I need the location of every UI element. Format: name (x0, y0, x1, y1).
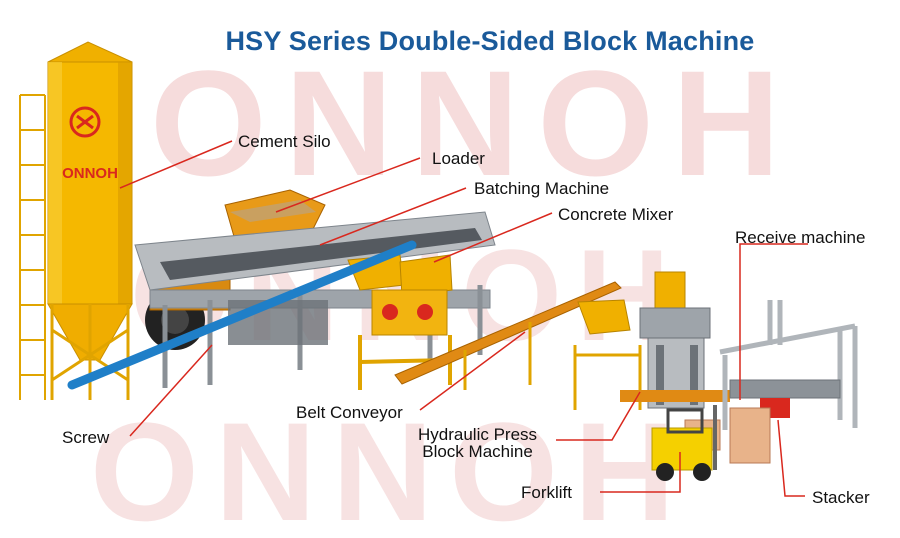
leader-line-batching-machine (319, 187, 467, 246)
silo-ladder (19, 94, 46, 400)
label-concrete-mixer: Concrete Mixer (558, 205, 674, 224)
label-hydraulic-press-line2: Block Machine (422, 442, 533, 461)
label-hydraulic-press: Hydraulic Press Block Machine (418, 426, 537, 460)
label-receive-machine: Receive machine (735, 228, 866, 247)
label-stacker: Stacker (812, 488, 870, 507)
belt-conveyor (394, 281, 622, 390)
leader-line-forklift (600, 452, 681, 493)
page-title: HSY Series Double-Sided Block Machine (225, 26, 755, 56)
label-hydraulic-press-line1: Hydraulic Press (418, 425, 538, 444)
leader-line-hydraulic-press (556, 391, 641, 441)
silo-brand-text: ONNOH (62, 165, 118, 182)
label-screw: Screw (62, 428, 110, 447)
label-loader: Loader (432, 149, 485, 168)
forklift (651, 405, 717, 481)
leader-line-belt-conveyor (419, 331, 526, 411)
watermark-text-bottom: ONNOH (90, 393, 691, 538)
cement-silo: ONNOH (19, 41, 133, 400)
leader-line-loader (275, 157, 421, 213)
leader-line-stacker (777, 419, 805, 497)
brand-logo-icon (69, 106, 101, 138)
leader-lines (119, 140, 808, 497)
leader-line-concrete-mixer (433, 212, 553, 263)
label-batching-machine: Batching Machine (474, 179, 610, 198)
watermark-text-top: ONNOH (150, 39, 798, 207)
concrete-mixer (347, 254, 453, 390)
leader-line-screw (129, 344, 213, 437)
label-forklift: Forklift (521, 483, 572, 502)
leader-line-cement-silo (119, 140, 233, 189)
screw-conveyor (67, 240, 417, 390)
hydraulic-press (573, 271, 730, 410)
label-cement-silo: Cement Silo (238, 132, 331, 151)
leader-line-receive-machine (739, 243, 808, 400)
label-belt-conveyor: Belt Conveyor (296, 403, 403, 422)
